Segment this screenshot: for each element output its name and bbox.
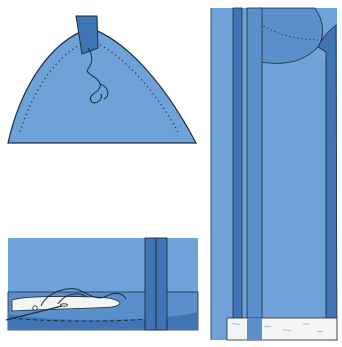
tall-garment-panel [210,7,338,341]
thread-tail [99,83,109,100]
pointed-facing-shape [7,27,197,144]
bottom-band-texture [231,323,324,333]
right-panel-top-dots [260,21,262,27]
left-vertical-strip [232,7,243,341]
pointed-facing-panel [7,15,197,144]
needle [5,305,63,321]
hem-thread [40,288,127,307]
hem-panel [5,237,199,331]
needle-eye-white [60,303,68,307]
hem-thread-end [32,305,38,311]
collar-dotted-line [259,23,319,41]
bottom-left-strip-blue [247,318,262,340]
top-tab [75,15,99,55]
bottom-white-band [226,317,338,341]
dotted-stitch-line [19,39,179,133]
center-vertical-strip [246,7,263,341]
hem-thread-loop [57,293,87,305]
